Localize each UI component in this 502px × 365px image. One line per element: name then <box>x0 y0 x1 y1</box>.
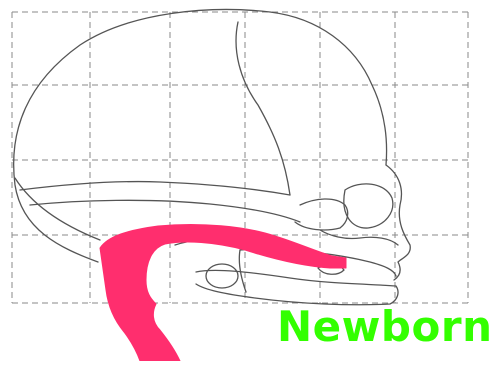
zygomatic-bone <box>295 199 348 230</box>
ear-canal <box>206 264 238 288</box>
orbit-outline <box>344 184 393 228</box>
parietal-boundary <box>20 182 290 195</box>
skull-outline <box>14 10 411 305</box>
facial-profile <box>386 165 410 280</box>
figure-caption: Newborn <box>277 301 502 353</box>
measurement-grid <box>12 12 468 303</box>
nasal-region <box>320 230 398 245</box>
occipital-line <box>15 178 100 240</box>
temporal-line <box>30 200 300 222</box>
coronal-suture <box>236 22 290 195</box>
